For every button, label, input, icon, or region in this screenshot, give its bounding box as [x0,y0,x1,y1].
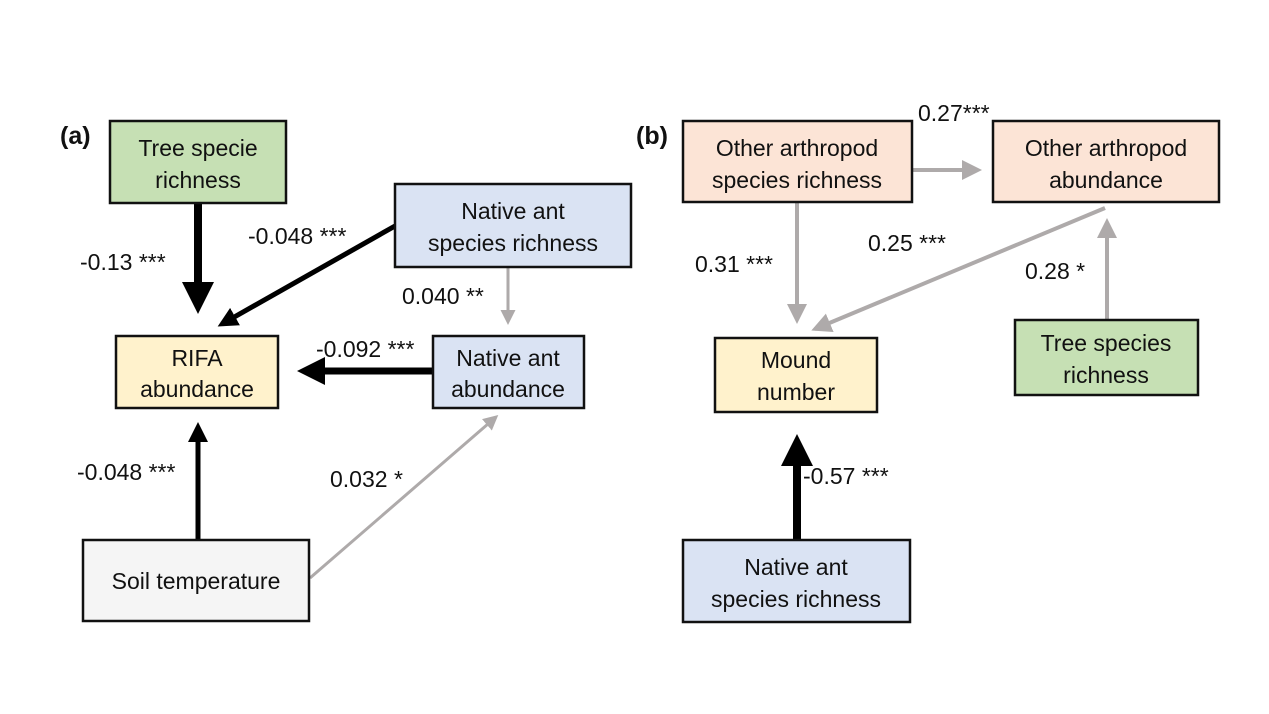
node-mound-number: Mound number [713,336,879,414]
node-tree-specie-richness: Tree specie richness [108,119,288,205]
node-native-ant-species-richness-b: Native ant species richness [681,538,912,624]
coef-tree-rifa: -0.13 *** [80,249,166,275]
coef-native-rich-rifa: -0.048 *** [248,223,347,249]
coef-native-rich-mound: -0.57 *** [803,463,889,489]
node-native-ant-species-richness-a: Native ant species richness [393,182,633,269]
svg-text:abundance: abundance [140,376,254,402]
coef-tree-oa-abund: 0.28 * [1025,258,1085,284]
panel-label-a: (a) [60,122,91,150]
svg-text:Soil temperature: Soil temperature [112,568,281,594]
coef-native-rich-native-abund: 0.040 ** [402,283,484,309]
svg-text:RIFA: RIFA [171,345,223,371]
svg-text:Native ant: Native ant [744,554,848,580]
node-tree-species-richness: Tree species richness [1013,318,1200,397]
svg-text:species richness: species richness [428,230,598,256]
coef-native-abund-rifa: -0.092 *** [316,336,415,362]
coef-oa-rich-mound: 0.31 *** [695,251,773,277]
node-soil-temperature: Soil temperature [81,538,311,623]
svg-text:Other arthropod: Other arthropod [716,135,878,161]
svg-text:Tree species: Tree species [1041,330,1172,356]
svg-text:richness: richness [155,167,241,193]
node-other-arthropod-species-richness: Other arthropod species richness [681,119,914,204]
node-rifa-abundance: RIFA abundance [114,334,280,410]
svg-text:Native ant: Native ant [461,198,565,224]
svg-text:Other arthropod: Other arthropod [1025,135,1187,161]
svg-text:richness: richness [1063,362,1149,388]
arrow-oa-abund-mound [811,206,1106,333]
svg-text:Mound: Mound [761,347,831,373]
coef-soil-native-abund: 0.032 * [330,466,403,492]
svg-text:abundance: abundance [451,376,565,402]
svg-text:abundance: abundance [1049,167,1163,193]
svg-text:species richness: species richness [711,586,881,612]
coef-soil-rifa: -0.048 *** [77,459,176,485]
svg-text:number: number [757,379,835,405]
node-native-ant-abundance: Native ant abundance [431,334,586,410]
svg-text:Native ant: Native ant [456,345,560,371]
node-other-arthropod-abundance: Other arthropod abundance [991,119,1221,204]
arrow-native-rich-rifa [217,223,397,327]
coef-oa-abund-mound: 0.25 *** [868,230,946,256]
panel-label-b: (b) [636,122,668,150]
arrow-soil-native-abund [309,415,499,580]
svg-text:species richness: species richness [712,167,882,193]
svg-text:Tree specie: Tree specie [138,135,257,161]
coef-oa-rich-oa-abund: 0.27*** [918,100,990,126]
